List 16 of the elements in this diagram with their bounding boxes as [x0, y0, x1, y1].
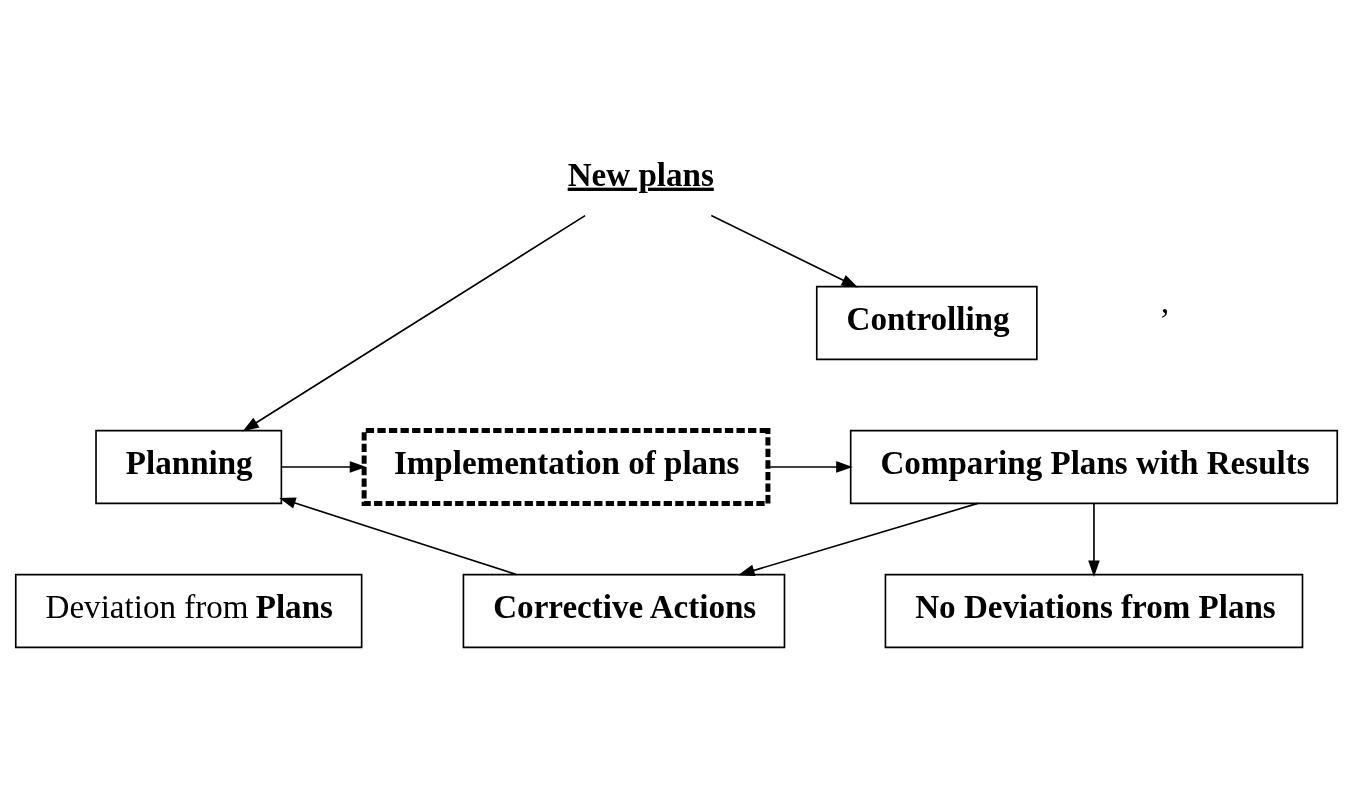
node-box: Comparing Plans with Results	[849, 429, 1339, 504]
arrow	[242, 214, 586, 431]
node-text: New plans	[567, 156, 714, 193]
arrow	[279, 496, 517, 575]
node-box: Corrective Actions	[462, 573, 786, 648]
arrow	[710, 214, 859, 288]
arrow	[1088, 502, 1100, 577]
arrow	[738, 502, 979, 576]
node-box: Controlling	[815, 285, 1038, 360]
node-box: Planning	[95, 429, 283, 504]
label: ’	[1159, 301, 1171, 338]
node-box: Implementation of plans	[361, 427, 771, 506]
node-box: No Deviations from Plans	[884, 573, 1304, 648]
arrow	[767, 460, 853, 473]
node-box: Deviation from Plans	[14, 573, 363, 648]
arrow	[280, 460, 367, 473]
